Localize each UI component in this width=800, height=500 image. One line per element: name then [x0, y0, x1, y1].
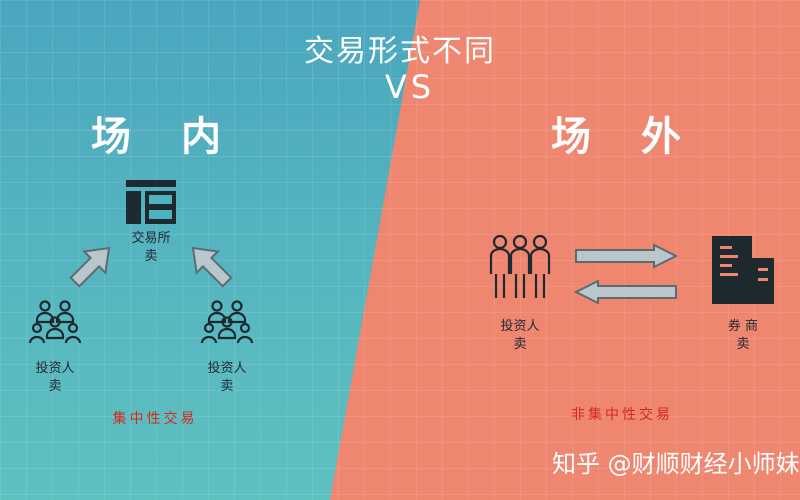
investor-right-label: 投资人 卖 — [207, 361, 247, 394]
building-icon — [712, 236, 774, 304]
investor-left-label: 投资人 卖 — [35, 361, 75, 394]
exchange-label: 交易所 卖 — [131, 231, 171, 264]
heading-on-exchange: 场 内 — [91, 114, 239, 160]
heading-off-exchange: 场 外 — [551, 114, 699, 160]
arrow-icon — [573, 279, 677, 305]
arrow-icon — [191, 246, 233, 288]
diagram-title: 交易形式不同 — [304, 34, 496, 69]
investor-trio-icon — [489, 234, 551, 298]
arrow-icon — [575, 243, 679, 269]
caption-centralized: 集中性交易 — [112, 411, 198, 427]
caption-decentralized: 非集中性交易 — [571, 407, 673, 423]
investor-group-icon — [28, 300, 82, 344]
arrow-icon — [69, 246, 111, 288]
investor-group-icon — [200, 300, 254, 344]
exchange-icon — [126, 180, 176, 224]
vs-label: VS — [384, 68, 436, 106]
watermark: 知乎 @财顺财经小师妹 — [552, 450, 800, 478]
broker-label: 券 商 卖 — [727, 319, 759, 352]
offex-investor-label: 投资人 卖 — [500, 319, 540, 352]
